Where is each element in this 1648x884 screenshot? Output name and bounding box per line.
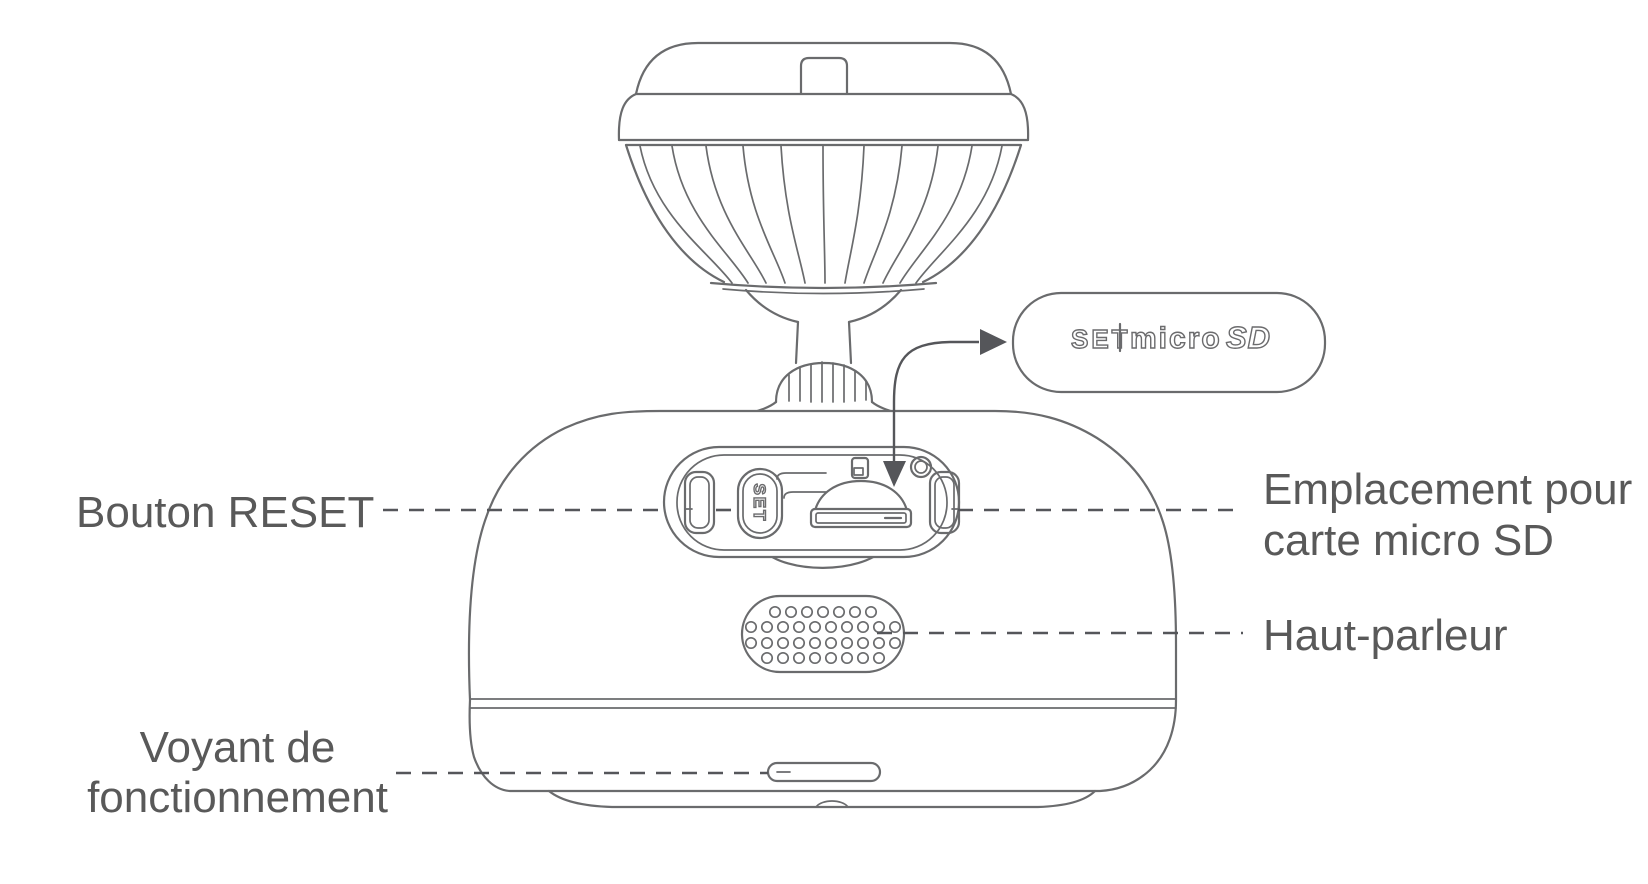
stand-notch <box>815 800 849 808</box>
speaker-holes <box>744 605 902 665</box>
speaker-label: Haut-parleur <box>1263 611 1508 660</box>
sd-slot-label-line2: carte micro SD <box>1263 516 1554 565</box>
sd-slot-label-line1: Emplacement pour <box>1263 465 1633 514</box>
sd-slot-label: Emplacement pour carte micro SD <box>1263 464 1632 566</box>
sd-dome <box>812 479 910 517</box>
screw-hole <box>909 455 933 479</box>
reset-button[interactable]: SET <box>736 467 784 540</box>
callout-bubble: SET micro SD <box>1011 291 1327 394</box>
head-stem <box>744 288 903 365</box>
panel-molding-upper <box>776 472 827 480</box>
panel-molding-lower <box>783 491 827 499</box>
back-panel: SET <box>662 445 961 559</box>
callout-set-text: SET <box>1071 324 1131 354</box>
bowl-ribs <box>639 145 1003 284</box>
left-latch <box>683 470 716 535</box>
callout-micro-text: micro <box>1130 322 1222 355</box>
speaker-grille <box>740 594 906 674</box>
reset-label: Bouton RESET <box>76 488 375 537</box>
camera-body <box>467 409 1178 809</box>
head-bowl <box>624 143 1023 295</box>
arrow-down-head <box>883 461 906 487</box>
body-outline <box>467 409 1178 793</box>
led-label: Voyant de fonctionnement <box>55 723 420 823</box>
led-label-line2: fonctionnement <box>87 773 388 822</box>
callout-arrow <box>883 329 1007 487</box>
body-stand <box>547 789 1097 809</box>
led-label-line1: Voyant de <box>139 723 336 772</box>
sd-slot[interactable] <box>809 479 913 529</box>
leader-lines <box>383 508 1243 775</box>
panel-inner <box>676 454 948 551</box>
reset-button-label: SET <box>750 483 769 522</box>
right-latch <box>928 470 961 535</box>
arrow-right-head <box>980 329 1007 355</box>
microsd-card-icon <box>850 456 870 480</box>
callout-sd-text: SD <box>1226 320 1271 355</box>
swivel-knuckle <box>748 361 900 415</box>
head-hinge-tab <box>799 56 849 95</box>
camera-head <box>617 41 1030 415</box>
